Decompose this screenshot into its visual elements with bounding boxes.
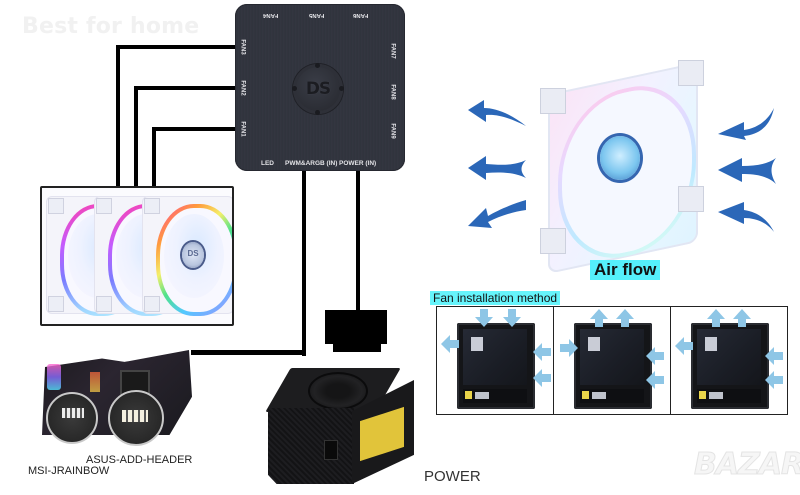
hub-logo: DS: [292, 63, 344, 115]
power-connector: [325, 310, 387, 344]
flow-arrow-left-icon: [675, 337, 693, 355]
installation-case-3: [671, 307, 787, 414]
fan-mount-corner: [144, 198, 160, 214]
airflow-out-arrow-bottom: [468, 200, 526, 228]
motherboard-image: [42, 350, 192, 448]
flow-arrow-left-icon: [533, 343, 551, 361]
flow-arrow-right-icon: [560, 339, 578, 357]
flow-arrow-left-icon: [646, 347, 664, 365]
hub-port-fan6: FAN6: [353, 12, 369, 18]
airflow-in-arrow-middle: [718, 158, 776, 184]
flow-arrow-up-icon: [616, 309, 634, 327]
flow-arrow-down-icon: [503, 309, 521, 327]
watermark-bazar: BAZAR: [693, 447, 800, 483]
caption-power: POWER: [424, 468, 481, 485]
airflow-out-arrow-middle: [468, 156, 526, 180]
fan-mount-corner: [96, 198, 112, 214]
hub-port-power-in: POWER (IN): [339, 160, 377, 167]
rgb-fan: DS: [142, 196, 232, 314]
watermark-best-for-home: Best for home: [22, 14, 200, 39]
rgb-fans-panel: DS: [40, 186, 234, 326]
flow-arrow-left-icon: [765, 371, 783, 389]
psu-power-socket: [324, 440, 338, 460]
flow-arrow-up-icon: [590, 309, 608, 327]
fan-mount-corner: [144, 296, 160, 312]
hub-port-pwm-argb-in: PWM&ARGB (IN): [285, 160, 338, 167]
hub-logo-text: DS: [305, 79, 331, 99]
psu-fan: [308, 372, 368, 410]
fan-mount-corner: [540, 228, 566, 254]
hub-port-fan5: FAN5: [309, 12, 325, 18]
installation-title: Fan installation method: [430, 291, 561, 305]
hub-port-fan7: FAN7: [389, 43, 396, 59]
fan-mount-corner: [48, 296, 64, 312]
pc-case: [574, 323, 652, 409]
hub-port-fan4: FAN4: [263, 12, 279, 18]
flow-arrow-up-icon: [733, 309, 751, 327]
hub-port-fan9: FAN9: [389, 123, 396, 139]
installation-case-2: [554, 307, 671, 414]
fan-mount-corner: [540, 88, 566, 114]
power-supply-image: [265, 362, 418, 490]
flow-arrow-left-icon: [441, 335, 459, 353]
installation-methods: [436, 306, 788, 415]
fan-center-hub: [600, 136, 640, 180]
fan-mount-corner: [678, 60, 704, 86]
fan-mount-corner: [48, 198, 64, 214]
pc-case: [457, 323, 535, 409]
flow-arrow-up-icon: [707, 309, 725, 327]
caption-msi-jrainbow: MSI-JRAINBOW: [28, 465, 110, 477]
airflow-label: Air flow: [590, 260, 661, 280]
installation-case-1: [437, 307, 554, 414]
flow-arrow-left-icon: [646, 371, 664, 389]
pc-case: [691, 323, 769, 409]
hub-port-led: LED: [261, 160, 274, 167]
flow-arrow-left-icon: [765, 347, 783, 365]
airflow-fan-image: [538, 58, 718, 274]
hub-port-fan2: FAN2: [239, 80, 246, 96]
asus-addressable-header-closeup: [108, 390, 164, 446]
fan-mount-corner: [678, 186, 704, 212]
hub-port-fan1: FAN1: [239, 121, 246, 137]
hub-port-fan8: FAN8: [389, 84, 396, 100]
flow-arrow-left-icon: [533, 369, 551, 387]
airflow-out-arrow-top: [468, 100, 526, 126]
power-connector-base: [333, 340, 381, 352]
hub-port-fan3: FAN3: [239, 39, 246, 55]
airflow-in-arrow-top: [718, 108, 774, 140]
flow-arrow-down-icon: [475, 309, 493, 327]
fan-hub-logo: DS: [182, 242, 204, 268]
msi-jrainbow-header-closeup: [46, 392, 98, 444]
caption-asus-add-header: ASUS-ADD-HEADER: [86, 454, 193, 466]
fan-mount-corner: [96, 296, 112, 312]
airflow-in-arrow-bottom: [718, 202, 774, 232]
